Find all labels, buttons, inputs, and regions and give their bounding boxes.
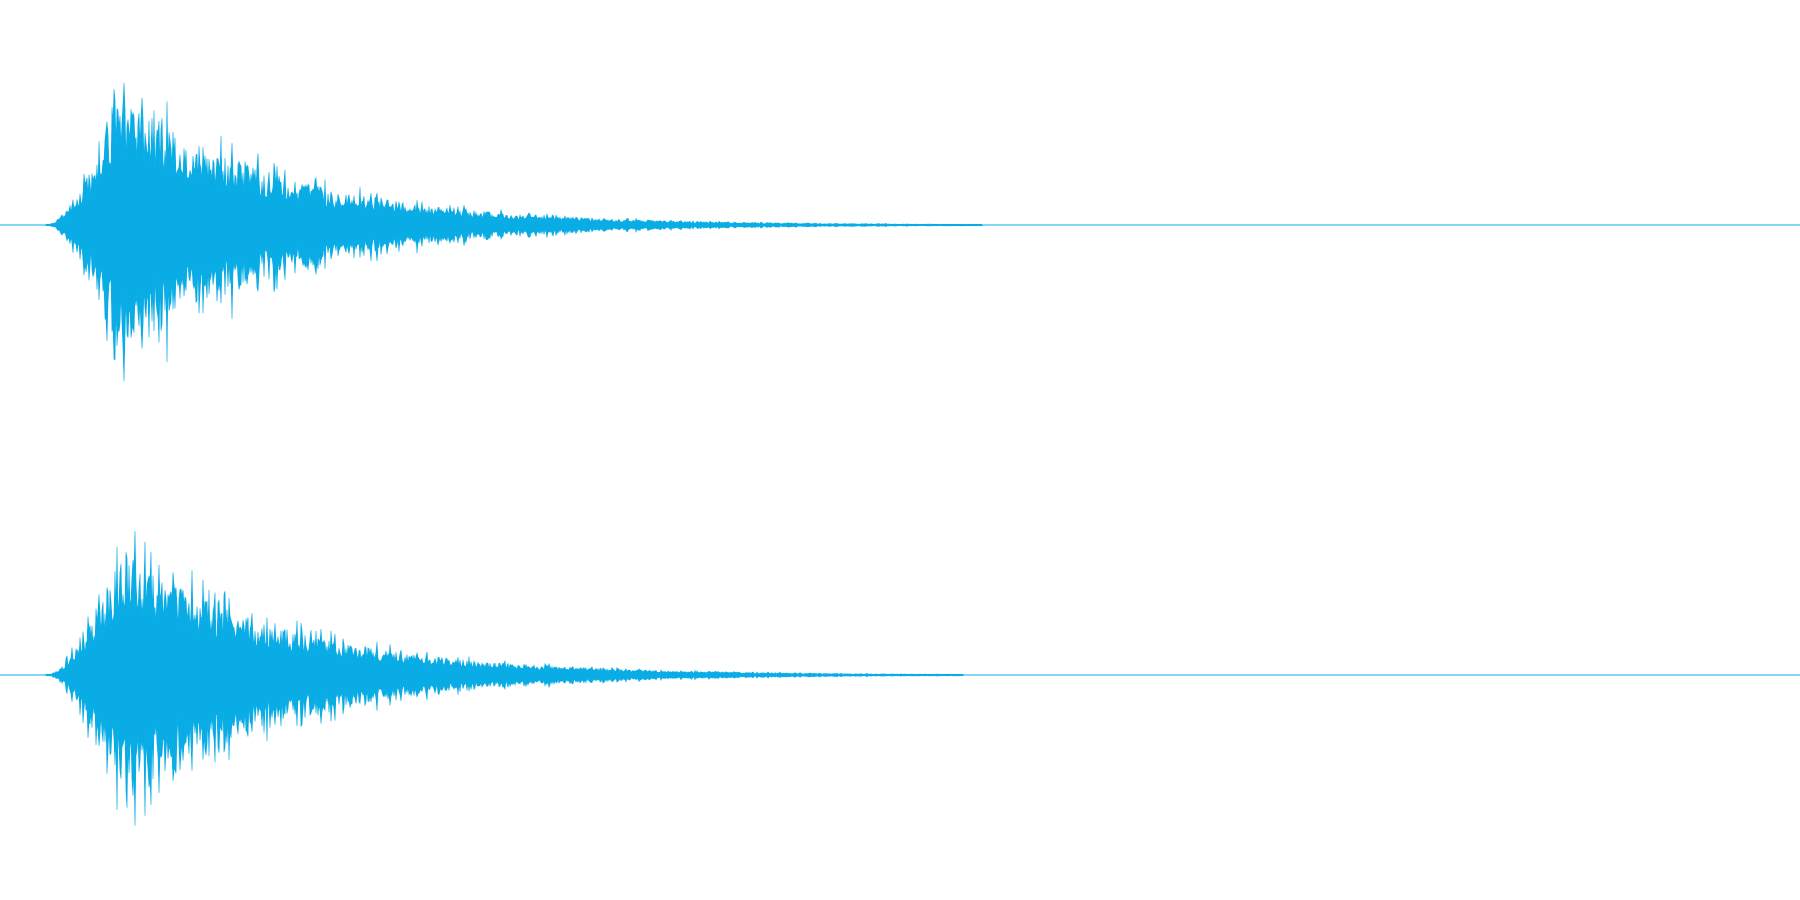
- channel-1-waveform: [45, 82, 983, 382]
- channel-1-track[interactable]: [0, 82, 1800, 382]
- channel-2-track[interactable]: [0, 531, 1800, 826]
- channel-2-waveform: [45, 531, 964, 826]
